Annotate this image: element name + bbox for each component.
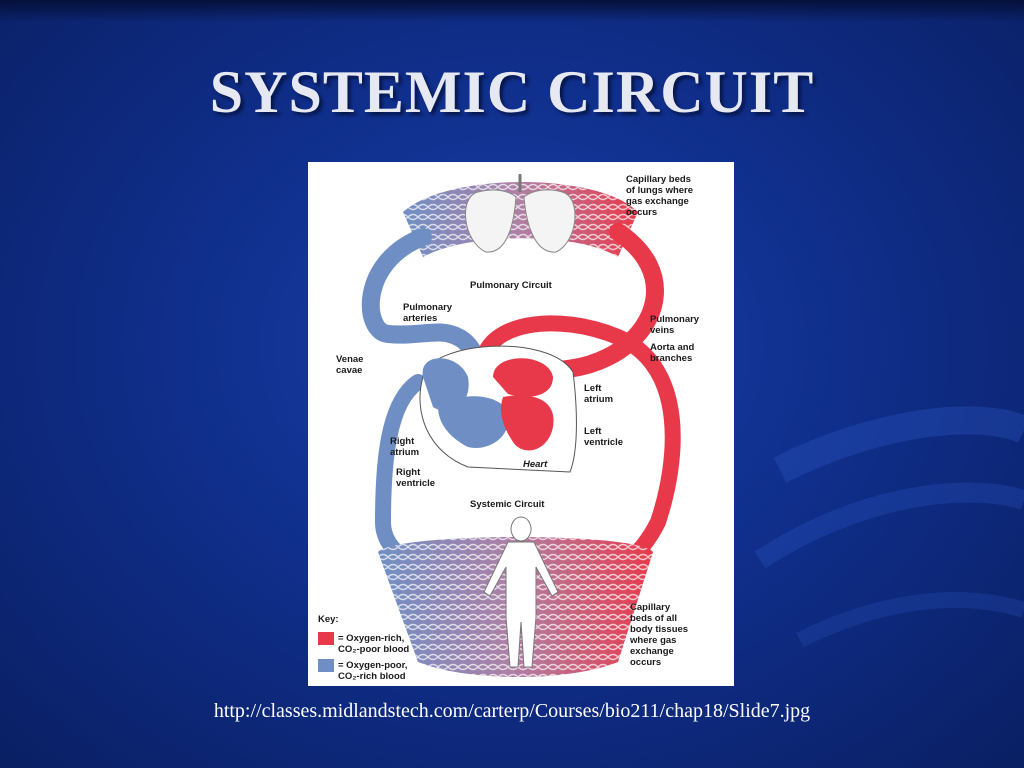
label-right-ventricle: Right ventricle: [396, 467, 435, 489]
diagram-key: Key: = Oxygen-rich, CO₂-poor blood = Oxy…: [318, 614, 409, 682]
svg-text:Pulmonary: Pulmonary: [403, 302, 453, 313]
label-systemic-circuit: Systemic Circuit: [470, 499, 545, 510]
svg-text:ventricle: ventricle: [396, 478, 435, 489]
lungs-icon: [465, 174, 576, 253]
svg-text:veins: veins: [650, 325, 674, 336]
label-right-atrium: Right atrium: [390, 436, 419, 458]
svg-text:gas exchange: gas exchange: [626, 196, 689, 207]
svg-text:Capillary beds: Capillary beds: [626, 174, 691, 185]
svg-text:exchange: exchange: [630, 646, 674, 657]
label-pulmonary-circuit: Pulmonary Circuit: [470, 280, 553, 291]
slide-title: SYSTEMIC CIRCUIT: [209, 59, 815, 125]
svg-text:occurs: occurs: [626, 207, 657, 218]
label-pulmonary-arteries: Pulmonary arteries: [403, 302, 453, 324]
svg-text:of lungs where: of lungs where: [626, 185, 693, 196]
source-url-caption: http://classes.midlandstech.com/carterp/…: [213, 700, 811, 722]
svg-text:Capillary: Capillary: [630, 602, 671, 613]
svg-text:Left: Left: [584, 426, 602, 437]
label-left-atrium: Left atrium: [584, 383, 613, 405]
svg-text:atrium: atrium: [390, 447, 419, 458]
svg-text:body tissues: body tissues: [630, 624, 688, 635]
svg-text:CO₂-rich blood: CO₂-rich blood: [338, 671, 406, 682]
svg-text:beds of all: beds of all: [630, 613, 677, 624]
label-left-ventricle: Left ventricle: [584, 426, 623, 448]
svg-text:Left: Left: [584, 383, 602, 394]
svg-text:= Oxygen-rich,: = Oxygen-rich,: [338, 633, 404, 644]
human-body-silhouette: [483, 516, 559, 668]
label-pulmonary-veins: Pulmonary veins: [650, 314, 700, 336]
key-title: Key:: [318, 614, 339, 625]
aorta-vessel: [475, 315, 681, 570]
svg-text:= Oxygen-poor,: = Oxygen-poor,: [338, 660, 407, 671]
svg-text:ventricle: ventricle: [584, 437, 623, 448]
svg-text:occurs: occurs: [630, 657, 661, 668]
label-venae-cavae: Venae cavae: [336, 354, 363, 376]
svg-text:arteries: arteries: [403, 313, 437, 324]
svg-text:atrium: atrium: [584, 394, 613, 405]
svg-text:Venae: Venae: [336, 354, 363, 365]
key-swatch-oxygen-poor: [318, 659, 334, 672]
label-capillary-lungs: Capillary beds of lungs where gas exchan…: [626, 174, 693, 218]
lung-capillary-bed: [403, 182, 638, 257]
left-ventricle-chamber: [501, 395, 554, 451]
svg-text:branches: branches: [650, 353, 692, 364]
right-ventricle-chamber: [438, 396, 509, 448]
right-atrium-chamber: [422, 358, 469, 411]
key-swatch-oxygen-rich: [318, 632, 334, 645]
svg-text:CO₂-poor blood: CO₂-poor blood: [338, 644, 409, 655]
svg-text:Aorta and: Aorta and: [650, 342, 695, 353]
svg-text:Pulmonary: Pulmonary: [650, 314, 700, 325]
svg-text:Right: Right: [396, 467, 421, 478]
svg-text:where gas: where gas: [629, 635, 676, 646]
left-atrium-chamber: [493, 358, 553, 397]
label-aorta: Aorta and branches: [650, 342, 695, 364]
circulation-diagram: Capillary beds of lungs where gas exchan…: [308, 162, 734, 686]
label-capillary-body: Capillary beds of all body tissues where…: [629, 602, 688, 668]
top-shadow-band: [0, 0, 1024, 22]
label-heart: Heart: [523, 459, 548, 470]
svg-text:Right: Right: [390, 436, 415, 447]
svg-text:cavae: cavae: [336, 365, 362, 376]
